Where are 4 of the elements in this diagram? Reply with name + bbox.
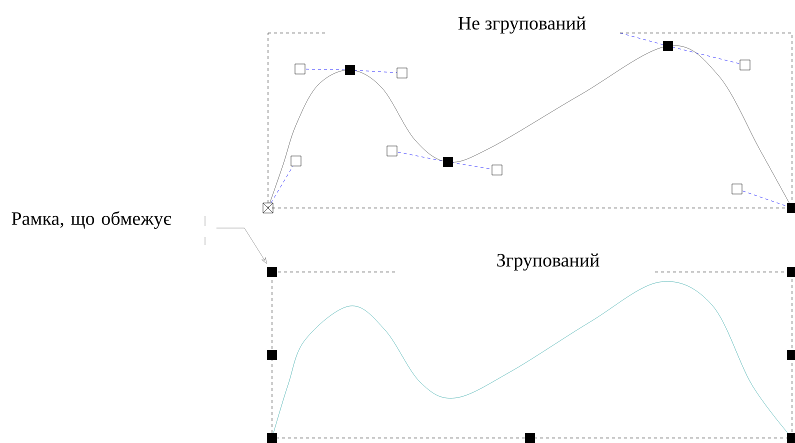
frame-heading: Не згрупований: [458, 16, 586, 34]
leader-line: [216, 228, 267, 264]
callout-text: Рамка, що обмежує: [12, 211, 172, 229]
frame-heading: Згрупований: [497, 253, 600, 271]
